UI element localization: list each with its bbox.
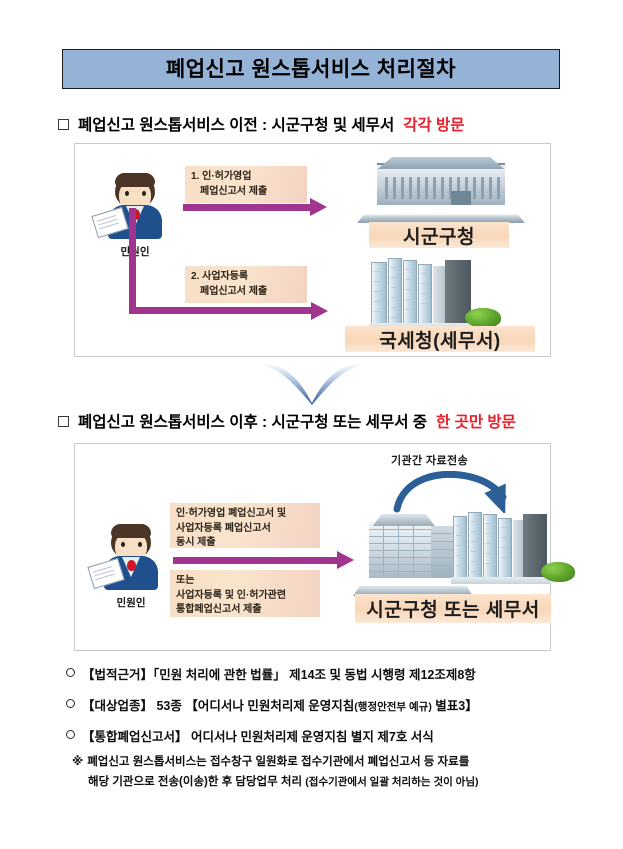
person-fringe bbox=[111, 524, 151, 538]
note-line-1: 폐업신고 원스톱서비스는 접수창구 일원화로 접수기관에서 폐업신고서 등 자료… bbox=[87, 756, 470, 768]
footnote-form: 【통합폐업신고서】 어디서나 민원처리제 운영지침 별지 제7호 서식 bbox=[66, 726, 586, 745]
submission-caption-primary: 인·허가영업 폐업신고서 및 사업자등록 폐업신고서 동시 제출 bbox=[170, 503, 320, 548]
circle-bullet-icon bbox=[66, 730, 75, 739]
person-eye-right bbox=[142, 191, 146, 196]
submission-caption-alternate: 또는 사업자등록 및 인·허가관련 통합페업신고서 제출 bbox=[170, 570, 320, 617]
person-tie bbox=[127, 560, 136, 571]
circle-bullet-icon bbox=[66, 699, 75, 708]
person-eye-left bbox=[121, 542, 125, 547]
square-bullet-icon bbox=[58, 415, 69, 427]
actor-label-after: 민원인 bbox=[116, 597, 146, 609]
person-eye-left bbox=[125, 191, 129, 196]
section-2-heading-text: 폐업신고 원스톱서비스 이후 : 시군구청 또는 세무서 중 bbox=[78, 414, 428, 431]
section-1-heading-accent: 각각 방문 bbox=[403, 117, 465, 134]
page-title: 폐업신고 원스톱서비스 처리절차 bbox=[165, 57, 457, 81]
target-label-after: 시군구청 또는 세무서 bbox=[355, 594, 551, 623]
city-hall-building-icon bbox=[357, 157, 525, 223]
note-line-2: 해당 기관으로 전송(이송)한 후 담당업무 처리 (접수기관에서 일괄 처리하… bbox=[88, 776, 479, 789]
transfer-label: 기관간 자료전송 bbox=[391, 455, 469, 467]
target-label-tax-office: 국세청(세무서) bbox=[345, 326, 535, 352]
curved-arrow-icon bbox=[391, 470, 527, 515]
section-2-heading-accent: 한 곳만 방문 bbox=[436, 414, 516, 431]
person-fringe bbox=[115, 173, 155, 187]
flow-arrow-step-2 bbox=[129, 208, 328, 320]
section-1-heading-text: 폐업신고 원스톱서비스 이전 : 시군구청 및 세무서 bbox=[78, 117, 395, 134]
city-hall-building-icon bbox=[353, 504, 473, 596]
actor-figure-after: 민원인 bbox=[87, 524, 174, 610]
person-eye-right bbox=[138, 542, 142, 547]
footnote-legal-basis-text: 【법적근거】「민원 처리에 관한 법률」 제14조 및 동법 시행령 제12조제… bbox=[82, 668, 476, 682]
tax-office-building-icon bbox=[449, 506, 597, 584]
page-title-banner: 폐업신고 원스톱서비스 처리절차 bbox=[62, 49, 560, 89]
section-header-before: 폐업신고 원스톱서비스 이전 : 시군구청 및 세무서 각각 방문 bbox=[58, 113, 465, 135]
footnote-target-industries-text: 【대상업종】 53종 【어디서나 민원처리제 운영지침(행정안전부 예규) 별표… bbox=[82, 699, 478, 713]
footnote-legal-basis: 【법적근거】「민원 처리에 관한 법률」 제14조 및 동법 시행령 제12조제… bbox=[66, 664, 586, 683]
tax-office-building-icon bbox=[365, 252, 513, 330]
flow-arrow-after bbox=[173, 551, 354, 569]
target-label-city-hall: 시군구청 bbox=[369, 222, 509, 248]
note-marker: ※ bbox=[72, 756, 84, 768]
square-bullet-icon bbox=[58, 118, 69, 130]
footnote-list: 【법적근거】「민원 처리에 관한 법률」 제14조 및 동법 시행령 제12조제… bbox=[66, 664, 586, 757]
section-header-after: 폐업신고 원스톱서비스 이후 : 시군구청 또는 세무서 중 한 곳만 방문 bbox=[58, 410, 516, 432]
closing-note: ※폐업신고 원스톱서비스는 접수창구 일원화로 접수기관에서 폐업신고서 등 자… bbox=[72, 752, 577, 792]
footnote-target-industries: 【대상업종】 53종 【어디서나 민원처리제 운영지침(행정안전부 예규) 별표… bbox=[66, 695, 586, 714]
circle-bullet-icon bbox=[66, 668, 75, 677]
person-illustration-icon bbox=[87, 524, 174, 590]
transition-arrow-down-icon bbox=[256, 362, 368, 406]
flow-arrow-step-1 bbox=[183, 198, 327, 216]
diagram-panel-after: 민원인 인·허가영업 폐업신고서 및 사업자등록 폐업신고서 동시 제출 또는 … bbox=[74, 443, 575, 651]
footnote-form-text: 【통합폐업신고서】 어디서나 민원처리제 운영지침 별지 제7호 서식 bbox=[82, 730, 434, 744]
